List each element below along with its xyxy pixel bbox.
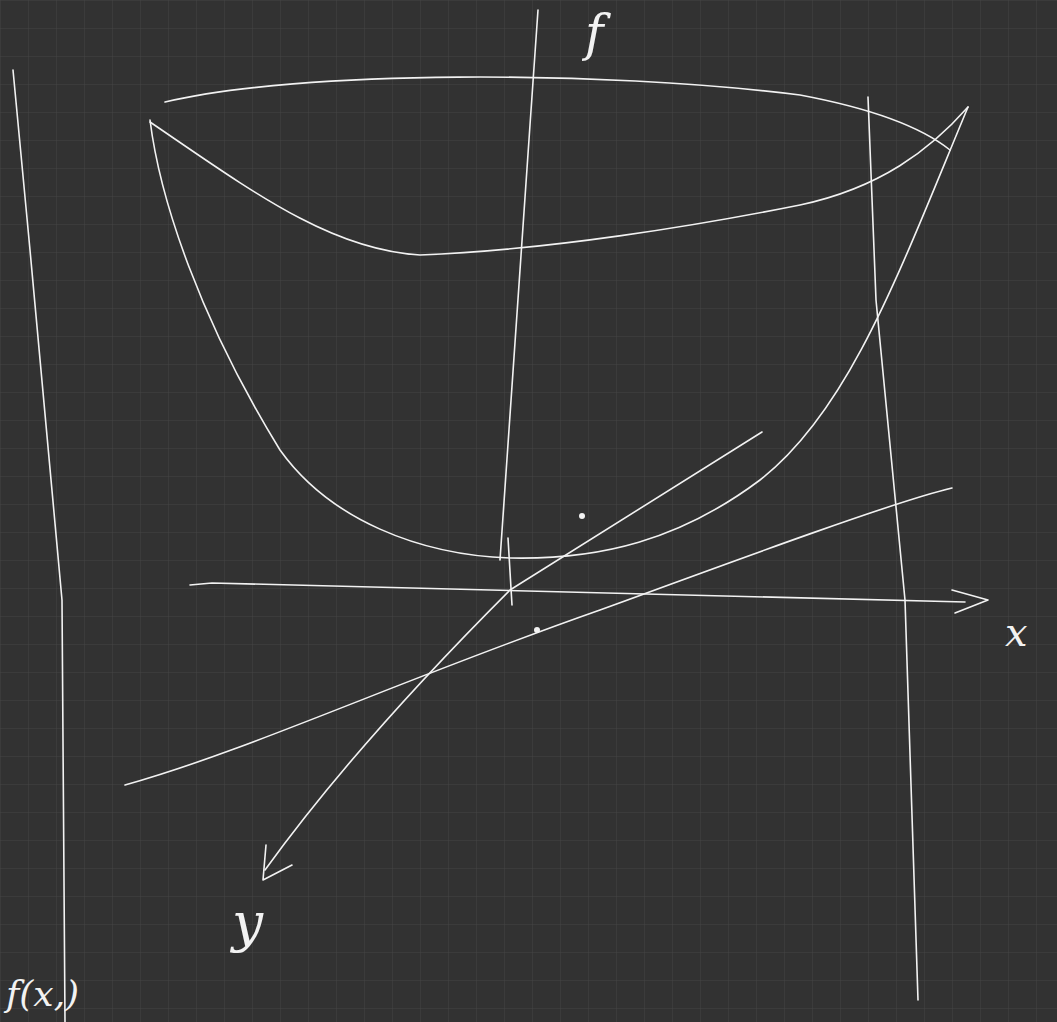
tangent-line xyxy=(125,488,952,785)
function-note: f(x,) xyxy=(6,976,79,1012)
paraboloid-rim xyxy=(165,77,950,150)
paraboloid-rim xyxy=(150,107,968,255)
paraboloid-surface xyxy=(150,107,968,558)
frame-line xyxy=(868,97,918,1000)
axis-label: x xyxy=(1005,612,1028,652)
point-dot xyxy=(579,513,585,519)
x-arrowhead xyxy=(952,590,988,613)
axis-label: y xyxy=(232,895,263,950)
point-dot xyxy=(534,627,540,633)
origin-tick xyxy=(508,538,512,605)
axis-label: f xyxy=(585,8,604,58)
y-axis xyxy=(265,432,762,870)
frame-line xyxy=(13,70,65,1022)
y-arrowhead xyxy=(263,845,292,880)
f-axis xyxy=(500,10,538,560)
x-axis xyxy=(190,583,965,602)
